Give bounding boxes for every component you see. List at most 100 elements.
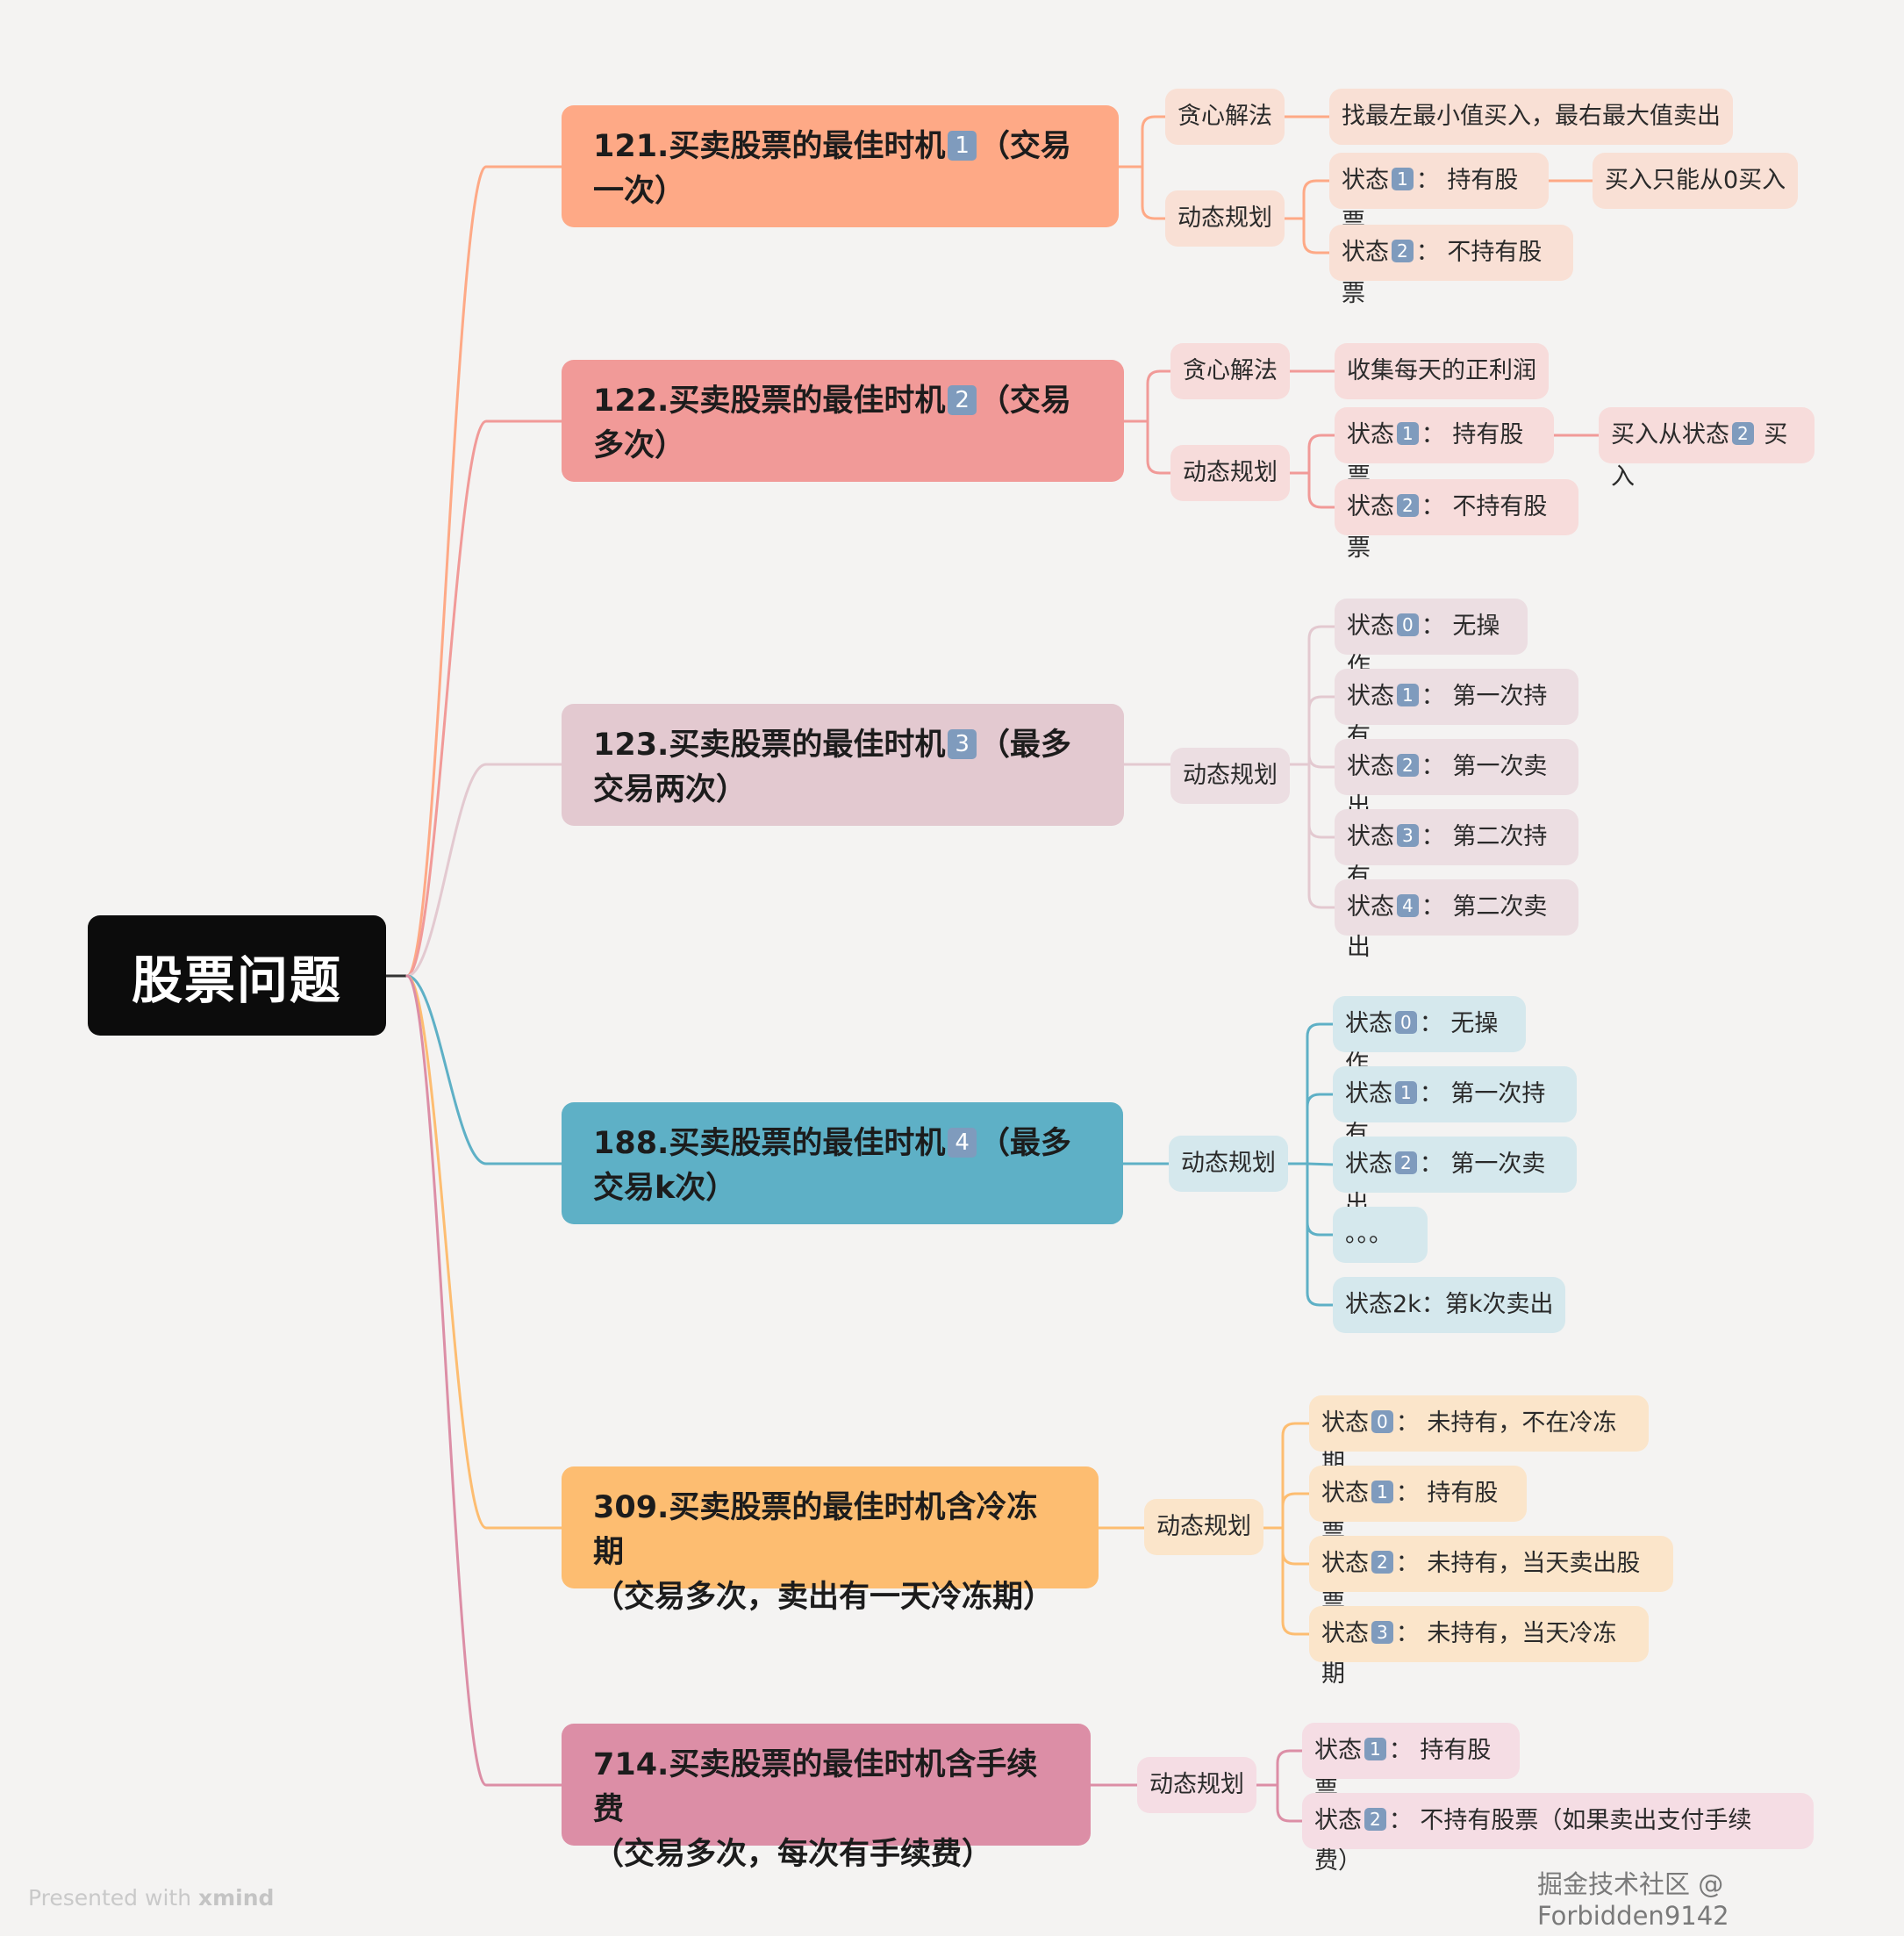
connector-line xyxy=(1307,763,1336,909)
connector-line xyxy=(1307,471,1336,509)
topic-123-line2: 交易两次） xyxy=(593,772,748,807)
connector-line xyxy=(1146,419,1172,475)
connector-line xyxy=(1281,1422,1311,1530)
connector-line xyxy=(405,763,563,978)
state-188-ellipsis[interactable]: 。。。 xyxy=(1333,1207,1428,1263)
note-122-wrap: 入 xyxy=(1611,463,1635,491)
topic-714[interactable]: 714.买卖股票的最佳时机含手续费 （交易多次，每次有手续费） xyxy=(562,1724,1091,1872)
connector-line xyxy=(405,974,563,1530)
number-badge-icon: 2 xyxy=(948,385,977,415)
connector-line xyxy=(1302,217,1331,255)
state-121-2-wrap: 票 xyxy=(1342,280,1365,307)
presented-with-footer: Presented with xmind xyxy=(28,1885,275,1911)
connector-line xyxy=(1276,1783,1304,1823)
topic-714-line2: （交易多次，每次有手续费） xyxy=(593,1837,993,1872)
number-badge-icon: 2 xyxy=(1397,754,1419,777)
number-badge-icon: 2 xyxy=(1371,1551,1393,1574)
number-badge-icon: 3 xyxy=(948,729,977,759)
number-badge-icon: 3 xyxy=(1371,1621,1393,1644)
dp-309[interactable]: 动态规划 xyxy=(1144,1499,1263,1555)
connector-line xyxy=(1306,1162,1335,1166)
connector-line xyxy=(1141,115,1167,169)
connector-line xyxy=(1276,1749,1304,1787)
dp-123[interactable]: 动态规划 xyxy=(1170,748,1290,804)
number-badge-icon: 2 xyxy=(1397,494,1419,517)
number-badge-icon: 4 xyxy=(1397,894,1419,917)
connector-line xyxy=(1307,625,1336,766)
number-badge-icon: 1 xyxy=(1395,1081,1417,1104)
number-badge-icon: 1 xyxy=(1392,168,1414,190)
topic-309[interactable]: 309.买卖股票的最佳时机含冷冻期 （交易多次，卖出有一天冷冻期） xyxy=(562,1466,1099,1615)
state-309-3-wrap: 期 xyxy=(1321,1660,1345,1688)
connector-line xyxy=(1281,1526,1311,1566)
root-label: 股票问题 xyxy=(131,950,342,1010)
greedy-122[interactable]: 贪心解法 xyxy=(1170,343,1290,399)
state-123-4-wrap: 出 xyxy=(1347,934,1371,961)
state-122-2-wrap: 票 xyxy=(1347,534,1371,562)
root-topic[interactable]: 股票问题 xyxy=(88,915,386,1036)
greedy-121-text[interactable]: 找最左最小值买入，最右最大值卖出 xyxy=(1329,89,1733,145)
state-714-2-wrap: 费） xyxy=(1314,1847,1362,1875)
connector-line xyxy=(1306,1162,1335,1307)
topic-309-line1: 309.买卖股票的最佳时机含冷冻期 xyxy=(593,1490,1038,1570)
connector-line xyxy=(1306,1093,1335,1165)
number-badge-icon: 2 xyxy=(1392,240,1414,262)
dp-122[interactable]: 动态规划 xyxy=(1170,445,1290,501)
number-badge-icon: 3 xyxy=(1397,824,1419,847)
greedy-122-text[interactable]: 收集每天的正利润 xyxy=(1335,343,1549,399)
connector-line xyxy=(1281,1492,1311,1530)
topic-188-line2: 交易k次） xyxy=(593,1171,737,1206)
dp-121[interactable]: 动态规划 xyxy=(1165,190,1285,247)
number-badge-icon: 2 xyxy=(1364,1808,1386,1831)
state-188-2k[interactable]: 状态2k：第k次卖出 xyxy=(1333,1277,1566,1333)
dp-188[interactable]: 动态规划 xyxy=(1169,1136,1288,1192)
number-badge-icon: 2 xyxy=(1732,422,1754,445)
topic-122-line2: 多次） xyxy=(593,428,686,463)
number-badge-icon: 0 xyxy=(1397,613,1419,636)
connector-line xyxy=(1307,763,1336,839)
connector-line xyxy=(1146,369,1172,423)
number-badge-icon: 2 xyxy=(1395,1151,1417,1174)
xmind-logo: xmind xyxy=(197,1885,275,1911)
topic-714-line1: 714.买卖股票的最佳时机含手续费 xyxy=(593,1747,1038,1827)
connector-line xyxy=(405,165,563,978)
connector-line xyxy=(1307,434,1336,475)
number-badge-icon: 0 xyxy=(1371,1410,1393,1433)
connector-line xyxy=(1141,165,1167,220)
greedy-121[interactable]: 贪心解法 xyxy=(1165,89,1285,145)
connector-line xyxy=(1306,1162,1335,1237)
watermark: 掘金技术社区 @ Forbidden9142 xyxy=(1537,1869,1729,1931)
number-badge-icon: 1 xyxy=(1397,684,1419,706)
note-121[interactable]: 买入只能从0买入 xyxy=(1593,153,1799,209)
dp-714[interactable]: 动态规划 xyxy=(1137,1757,1256,1813)
connector-line xyxy=(405,419,563,978)
connector-line xyxy=(1281,1526,1311,1636)
connector-line xyxy=(1307,754,1336,769)
number-badge-icon: 1 xyxy=(1371,1481,1393,1503)
